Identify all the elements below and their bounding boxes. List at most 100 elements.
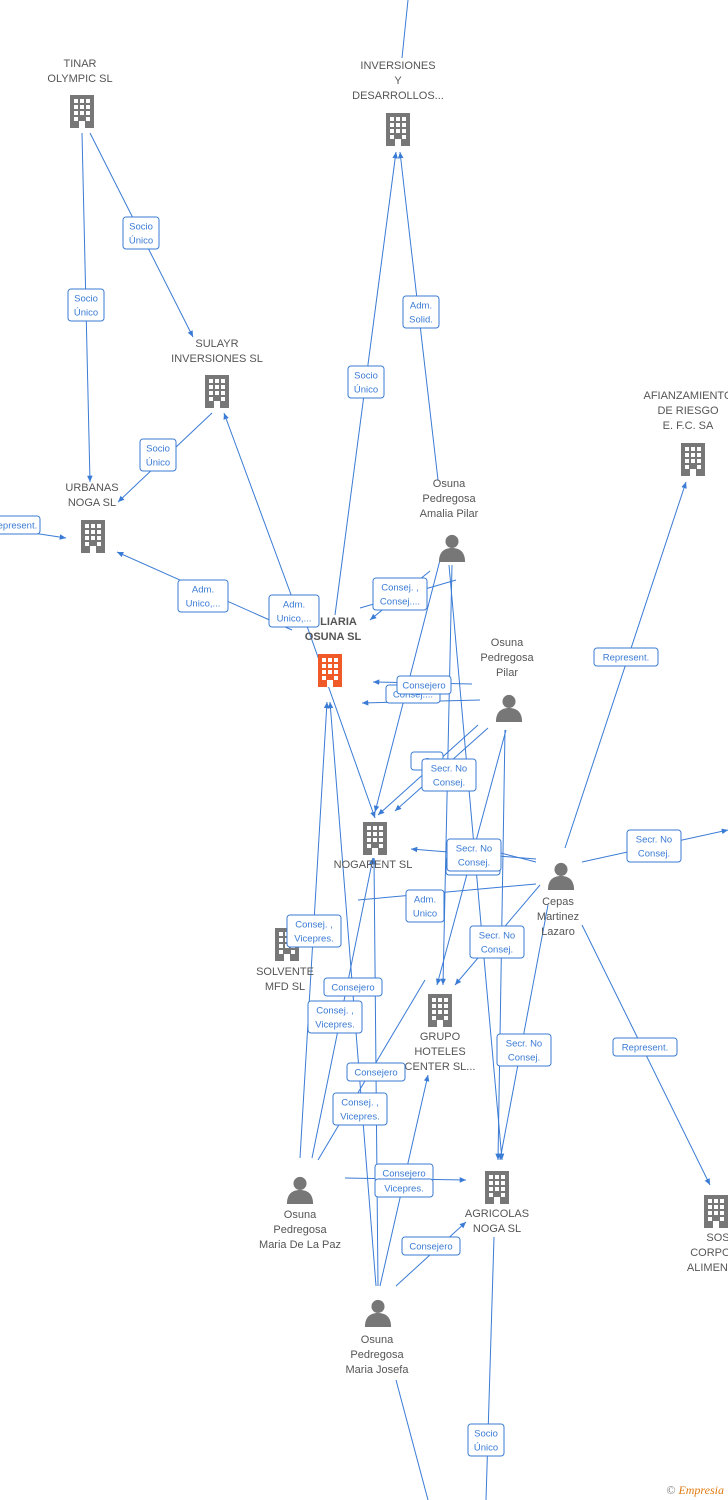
edge-label-e-amalia-inmo[interactable]: Consej. ,Consej....: [372, 577, 428, 611]
person-icon[interactable]: [438, 534, 466, 562]
edge-label-e-cepas-inmo[interactable]: Adm.Unico: [405, 889, 445, 923]
edge-label-e-cepas-sos[interactable]: Represent.: [612, 1037, 678, 1057]
edge-line-0: [401, 0, 409, 59]
building-icon[interactable]: [81, 520, 105, 553]
building-icon[interactable]: [428, 994, 452, 1027]
footer-brand: © Empresia: [666, 1483, 724, 1498]
edge-label-box: [67, 288, 105, 322]
building-icon[interactable]: [704, 1195, 728, 1228]
edge-label-e-paz-agricolas-b[interactable]: Vicepres.: [374, 1178, 434, 1198]
edge-label-e-josefa-agricolas[interactable]: Consejero: [401, 1236, 461, 1256]
person-icon[interactable]: [495, 694, 523, 722]
person-icon[interactable]: [364, 1299, 392, 1327]
building-icon[interactable]: [205, 375, 229, 408]
edge-label-box: [307, 1000, 363, 1034]
edge-label-box: [372, 577, 428, 611]
building-icon[interactable]: [318, 654, 342, 687]
node-nogarent[interactable]: NOGARENT SL: [334, 822, 413, 871]
edge-label-e-pilar-inmo-b[interactable]: Consejero: [396, 675, 452, 695]
edge-label-e-josefa-nogarent[interactable]: Consej. ,Vicepres.: [332, 1092, 388, 1126]
node-sos[interactable]: SOSCORPORAALIMENTAR: [687, 1195, 728, 1274]
building-icon[interactable]: [485, 1171, 509, 1204]
building-icon[interactable]: [363, 822, 387, 855]
edge-line-21: [498, 904, 549, 1161]
person-icon[interactable]: [286, 1176, 314, 1204]
building-icon[interactable]: [386, 113, 410, 146]
edge-label-e-cepas-afianz[interactable]: Represent.: [593, 647, 659, 667]
edge-label-box: [323, 977, 383, 997]
edge-label-e-amalia-inversiones[interactable]: Adm.Solid.: [402, 295, 440, 329]
edge-label-text: Represent.: [603, 653, 649, 664]
edge-line-36: [395, 1379, 429, 1500]
edge-line-6: [223, 412, 294, 601]
edge-label-box: [346, 1062, 406, 1082]
edge-label-e-paz-nogarent-b[interactable]: Consej. ,Vicepres.: [307, 1000, 363, 1034]
edge-label-e-josefa-grupo[interactable]: Consejero: [346, 1062, 406, 1082]
node-label[interactable]: NOGARENT SL: [334, 859, 413, 871]
edge-label-box: [396, 675, 452, 695]
building-icon[interactable]: [70, 95, 94, 128]
edge-label-e-left-urbanas[interactable]: Represent.: [0, 515, 41, 535]
edge-label-e-paz-inmo[interactable]: Consej. ,Vicepres.: [286, 914, 342, 948]
copyright-symbol: ©: [666, 1483, 676, 1497]
edge-labels-layer: SocioÚnicoSocioÚnicoSocioÚnicoRepresent.…: [0, 216, 682, 1457]
edge-label-box: [405, 889, 445, 923]
edge-label-text: Adm.Unico,...: [186, 585, 221, 610]
edge-label-text: Represent.: [622, 1043, 668, 1054]
edge-label-e-inmo-sulayr[interactable]: Adm.Unico,...: [268, 594, 320, 628]
edge-label-text: Consejero: [382, 1169, 425, 1180]
building-icon[interactable]: [681, 443, 705, 476]
edge-label-e-inmo-urbanas[interactable]: Adm.Unico,...: [177, 579, 229, 613]
node-label[interactable]: SOSCORPORAALIMENTAR: [687, 1232, 728, 1274]
person-icon[interactable]: [547, 862, 575, 890]
edge-label-e-paz-nogarent[interactable]: Consejero: [323, 977, 383, 997]
edge-label-box: [496, 1033, 552, 1067]
